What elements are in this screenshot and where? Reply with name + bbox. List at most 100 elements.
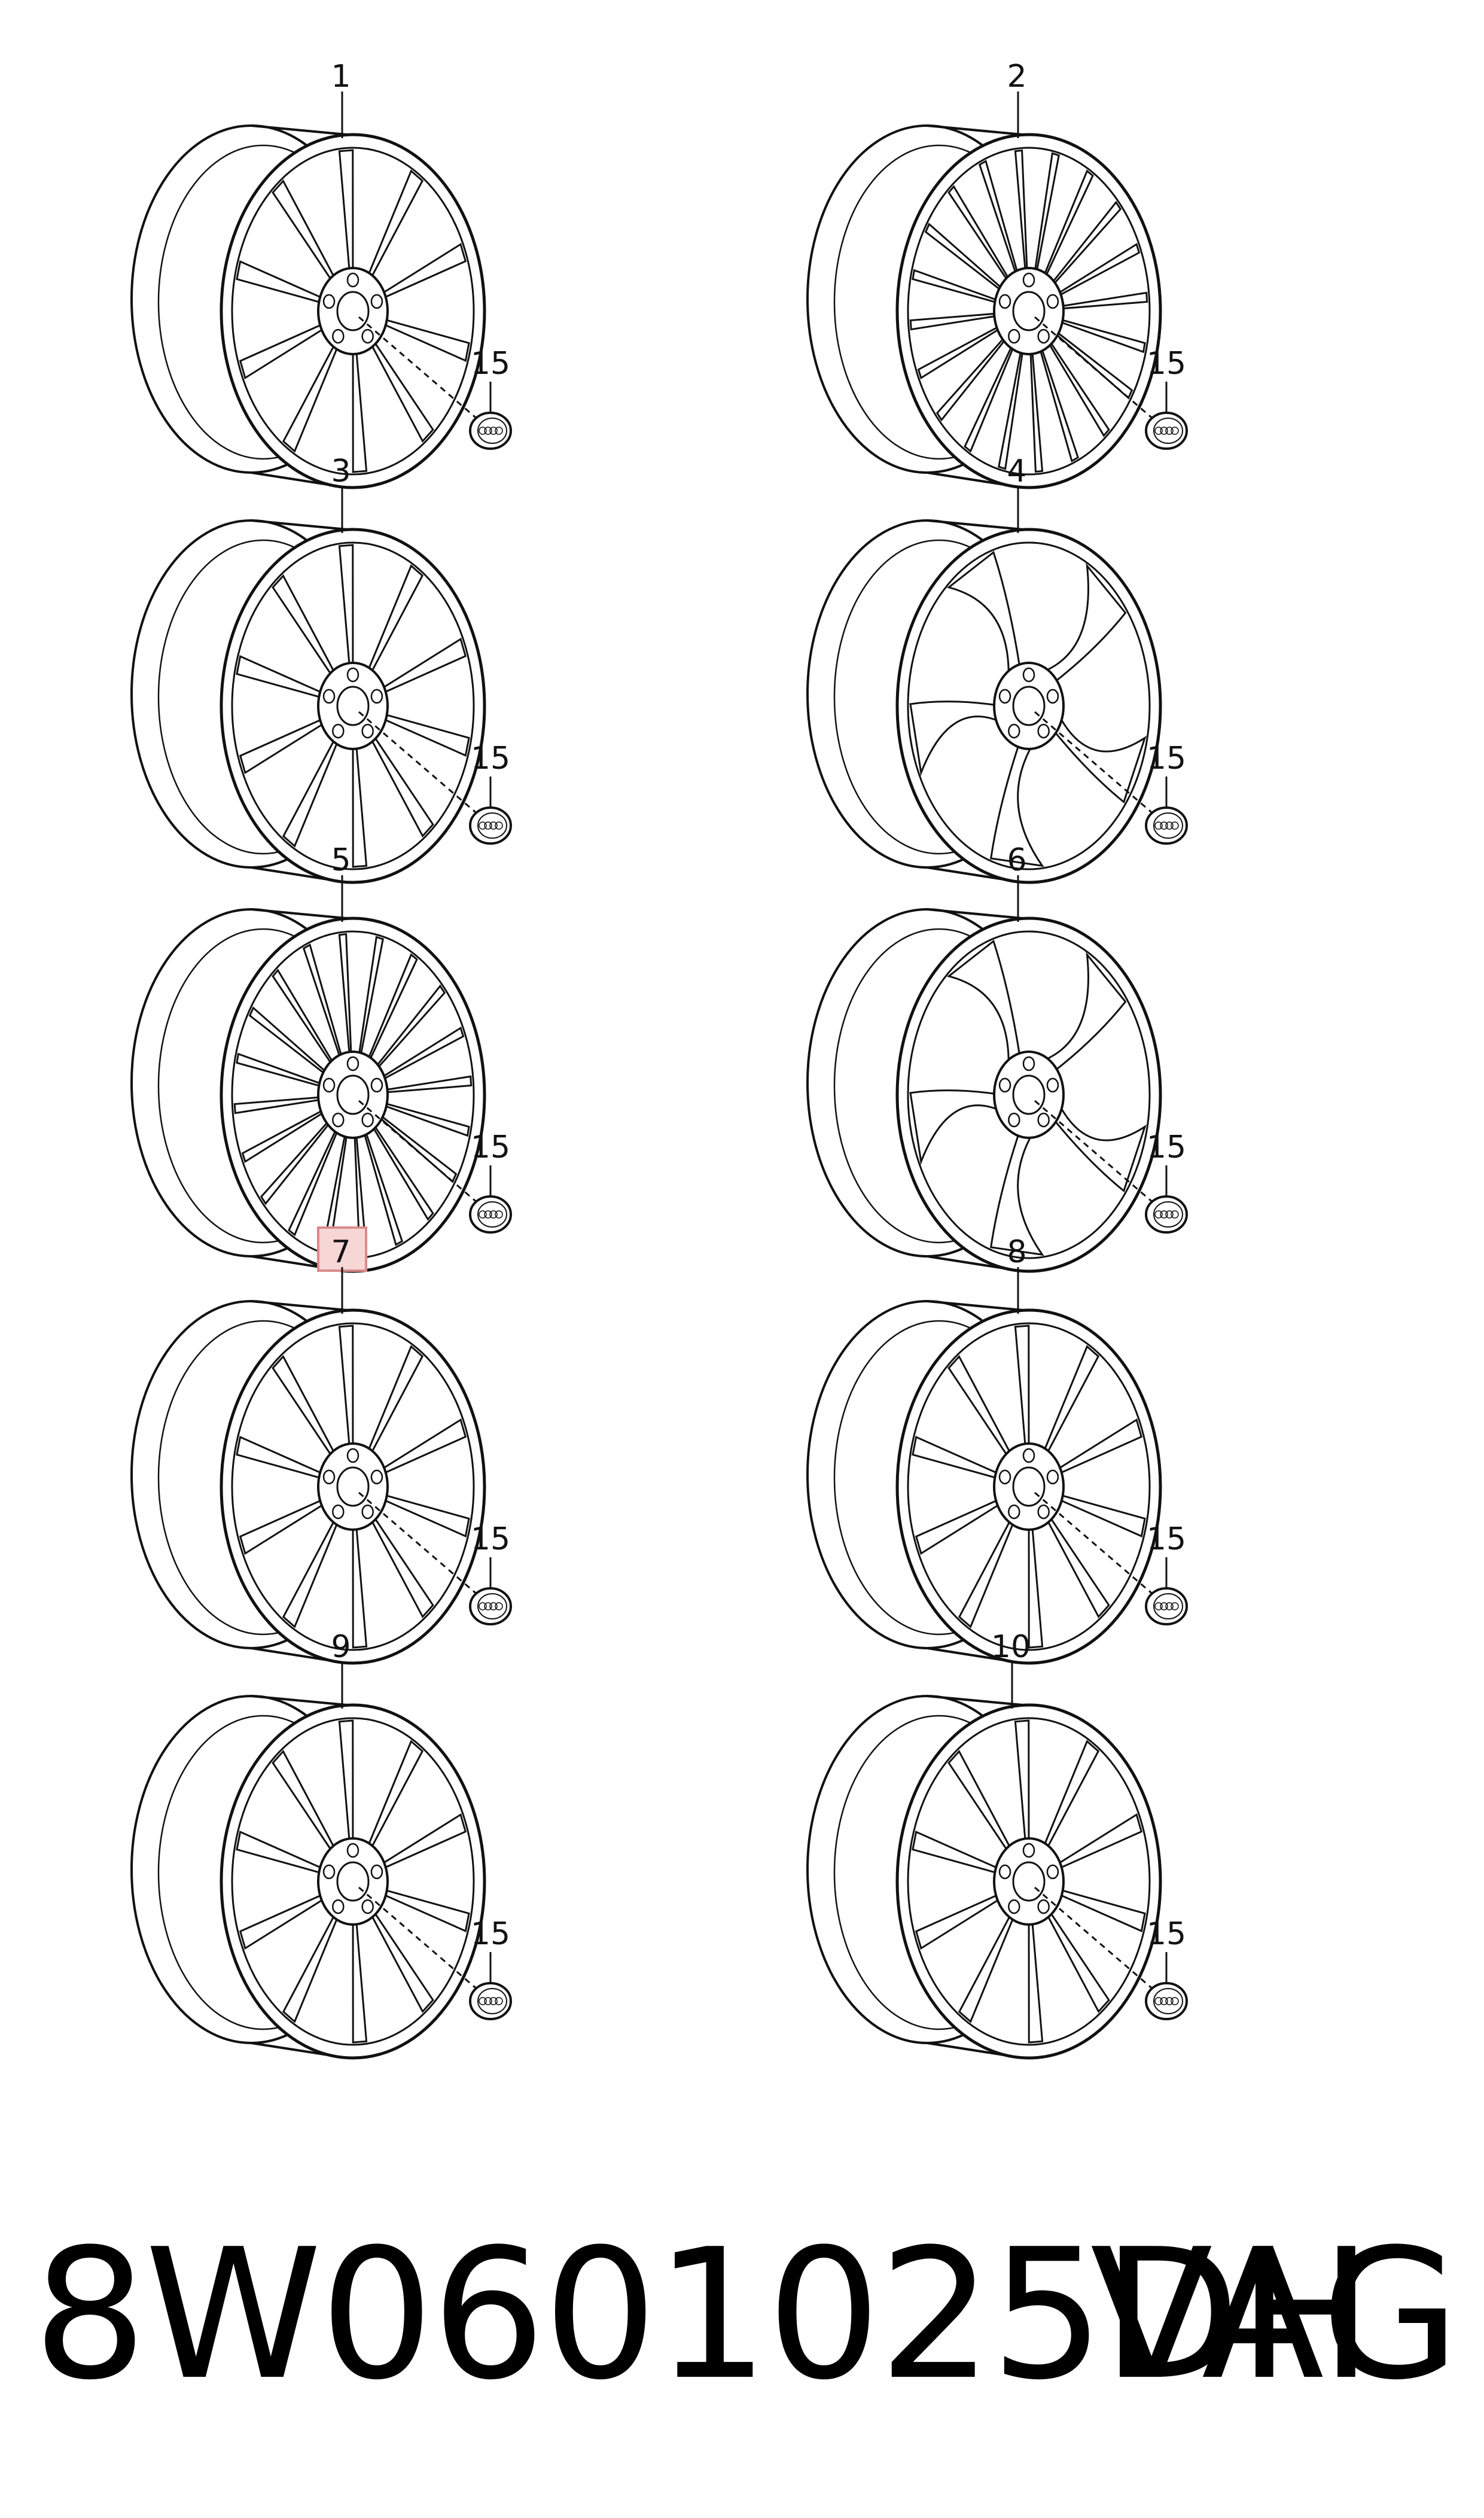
center-cap-label: 15 bbox=[1147, 1916, 1186, 1952]
lug-hole bbox=[1008, 1899, 1020, 1914]
wheel-4: 4 15 bbox=[806, 453, 1188, 884]
lug-hole bbox=[346, 1056, 359, 1071]
center-cap bbox=[1145, 1195, 1188, 1234]
wheel-1: 115 bbox=[130, 59, 512, 489]
lug-hole bbox=[322, 689, 336, 704]
lug-hole bbox=[1008, 1112, 1020, 1128]
hub bbox=[993, 662, 1065, 750]
lug-hole bbox=[1022, 667, 1035, 683]
wheel-3: 3 15 bbox=[130, 453, 512, 884]
wheel-8: 8 15 bbox=[806, 1234, 1188, 1665]
center-cap-label: 15 bbox=[1147, 741, 1186, 777]
wheel-5: 515 bbox=[130, 842, 512, 1273]
spokes bbox=[909, 550, 1147, 867]
lug-hole bbox=[1022, 1843, 1035, 1858]
lug-hole bbox=[370, 1469, 383, 1485]
hub bbox=[993, 1051, 1065, 1139]
lug-hole bbox=[370, 689, 383, 704]
lug-hole bbox=[332, 1112, 345, 1128]
part-label: 9 bbox=[331, 1629, 351, 1665]
hub bbox=[317, 1051, 389, 1139]
lug-hole bbox=[322, 1864, 336, 1880]
center-cap bbox=[469, 412, 512, 450]
wheel-7: 7 15 bbox=[130, 1226, 512, 1665]
lug-hole bbox=[361, 1899, 374, 1914]
part-label: 3 bbox=[331, 453, 351, 489]
center-cap-label: 15 bbox=[471, 1129, 510, 1165]
part-label: 4 bbox=[1007, 453, 1026, 489]
center-cap-label: 15 bbox=[471, 1916, 510, 1952]
lug-hole bbox=[998, 689, 1011, 704]
hub bbox=[993, 1442, 1065, 1531]
center-cap bbox=[469, 806, 512, 845]
spokes bbox=[909, 939, 1147, 1256]
lug-hole bbox=[346, 1448, 359, 1463]
hub bbox=[317, 662, 389, 750]
center-cap-label: 15 bbox=[471, 346, 510, 382]
lug-hole bbox=[332, 1504, 345, 1520]
lug-hole bbox=[1008, 328, 1020, 344]
part-label: 8 bbox=[1007, 1234, 1026, 1270]
lug-hole bbox=[998, 1864, 1011, 1880]
center-cap-label: 15 bbox=[1147, 346, 1186, 382]
lug-hole bbox=[1046, 1864, 1059, 1880]
lug-hole bbox=[1037, 723, 1050, 739]
wheel-6: 6 15 bbox=[806, 842, 1188, 1273]
part-label: 7 bbox=[331, 1234, 351, 1270]
hub bbox=[317, 1837, 389, 1926]
lug-hole bbox=[361, 1504, 374, 1520]
center-cap bbox=[1145, 1587, 1188, 1625]
lug-hole bbox=[998, 294, 1011, 309]
lug-hole bbox=[361, 1112, 374, 1128]
lug-hole bbox=[1037, 1112, 1050, 1128]
part-label: 10 bbox=[991, 1629, 1031, 1665]
center-cap-label: 15 bbox=[471, 1521, 510, 1557]
part-label: 6 bbox=[1007, 842, 1026, 878]
lug-hole bbox=[322, 1077, 336, 1093]
center-cap-label: 15 bbox=[471, 741, 510, 777]
lug-hole bbox=[998, 1469, 1011, 1485]
lug-hole bbox=[1037, 328, 1050, 344]
wheel-9: 9 15 bbox=[130, 1629, 512, 2060]
lug-hole bbox=[1046, 689, 1059, 704]
wheel-10: 10 15 bbox=[806, 1629, 1188, 2060]
lug-hole bbox=[1046, 294, 1059, 309]
center-cap-label: 15 bbox=[1147, 1129, 1186, 1165]
lug-hole bbox=[361, 723, 374, 739]
brand-name: VAG bbox=[1090, 2211, 1460, 2419]
lug-hole bbox=[370, 1864, 383, 1880]
lug-hole bbox=[346, 1843, 359, 1858]
lug-hole bbox=[998, 1077, 1011, 1093]
lug-hole bbox=[1008, 1504, 1020, 1520]
center-cap bbox=[1145, 806, 1188, 845]
lug-hole bbox=[1046, 1077, 1059, 1093]
hub bbox=[317, 1442, 389, 1531]
lug-hole bbox=[361, 328, 374, 344]
lug-hole bbox=[1037, 1504, 1050, 1520]
lug-hole bbox=[1022, 1056, 1035, 1071]
lug-hole bbox=[1022, 272, 1035, 288]
center-cap bbox=[469, 1982, 512, 2020]
center-cap bbox=[469, 1195, 512, 1234]
part-label: 2 bbox=[1007, 59, 1026, 95]
hub bbox=[317, 267, 389, 355]
lug-hole bbox=[322, 1469, 336, 1485]
center-cap bbox=[469, 1587, 512, 1625]
wheel-2: 2 15 bbox=[806, 59, 1188, 489]
lug-hole bbox=[346, 667, 359, 683]
center-cap bbox=[1145, 412, 1188, 450]
lug-hole bbox=[322, 294, 336, 309]
lug-hole bbox=[1008, 723, 1020, 739]
part-number: 8W0601025DH bbox=[33, 2211, 1373, 2419]
lug-hole bbox=[332, 1899, 345, 1914]
lug-hole bbox=[370, 294, 383, 309]
lug-hole bbox=[332, 723, 345, 739]
lug-hole bbox=[1046, 1469, 1059, 1485]
lug-hole bbox=[346, 272, 359, 288]
lug-hole bbox=[332, 328, 345, 344]
center-cap-label: 15 bbox=[1147, 1521, 1186, 1557]
lug-hole bbox=[1022, 1448, 1035, 1463]
hub bbox=[993, 1837, 1065, 1926]
lug-hole bbox=[1037, 1899, 1050, 1914]
